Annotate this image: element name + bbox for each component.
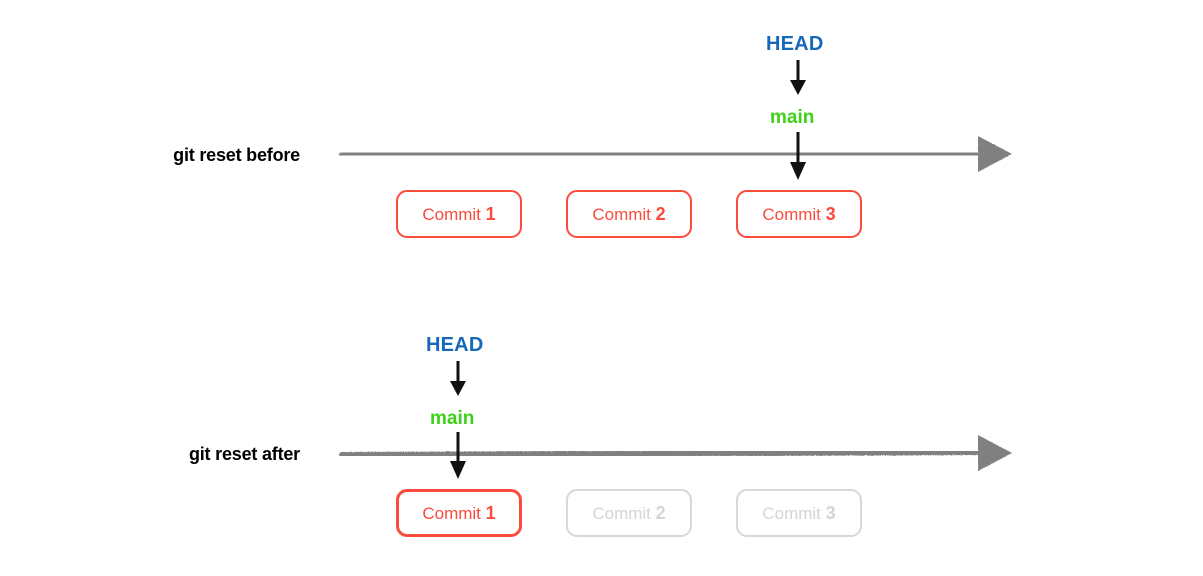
head-label-after: HEAD [426,334,484,356]
commit-node-before-3[interactable]: Commit 3 [736,190,862,238]
branch-label-after: main [430,408,475,429]
timeline-before [339,150,988,158]
commit-node-before-1-text: Commit 1 [422,203,496,224]
main-to-commit-arrow-after [450,432,466,479]
branch-label-before: main [770,107,815,128]
commit-node-before-1[interactable]: Commit 1 [396,190,522,238]
timeline-after [339,449,988,458]
commit-node-before-3-text: Commit 3 [762,203,836,224]
commit-node-after-1[interactable]: Commit 1 [396,489,522,537]
commit-node-after-3[interactable]: Commit 3 [736,489,862,537]
main-to-commit-arrow-before [790,132,806,180]
commit-node-before-2-text: Commit 2 [592,203,666,224]
commit-node-after-2[interactable]: Commit 2 [566,489,692,537]
commit-node-after-3-text: Commit 3 [762,502,836,523]
timeline-arrowhead-before [978,136,1012,172]
head-label-before: HEAD [766,33,824,55]
timeline-arrowhead-after [978,435,1012,471]
row-label-after: git reset after [188,444,300,464]
head-to-main-arrow-before [790,60,806,95]
commit-node-before-2[interactable]: Commit 2 [566,190,692,238]
row-label-before: git reset before [173,145,300,165]
head-to-main-arrow-after [450,361,466,396]
commit-node-after-2-text: Commit 2 [592,502,666,523]
commit-node-after-1-text: Commit 1 [422,502,496,523]
